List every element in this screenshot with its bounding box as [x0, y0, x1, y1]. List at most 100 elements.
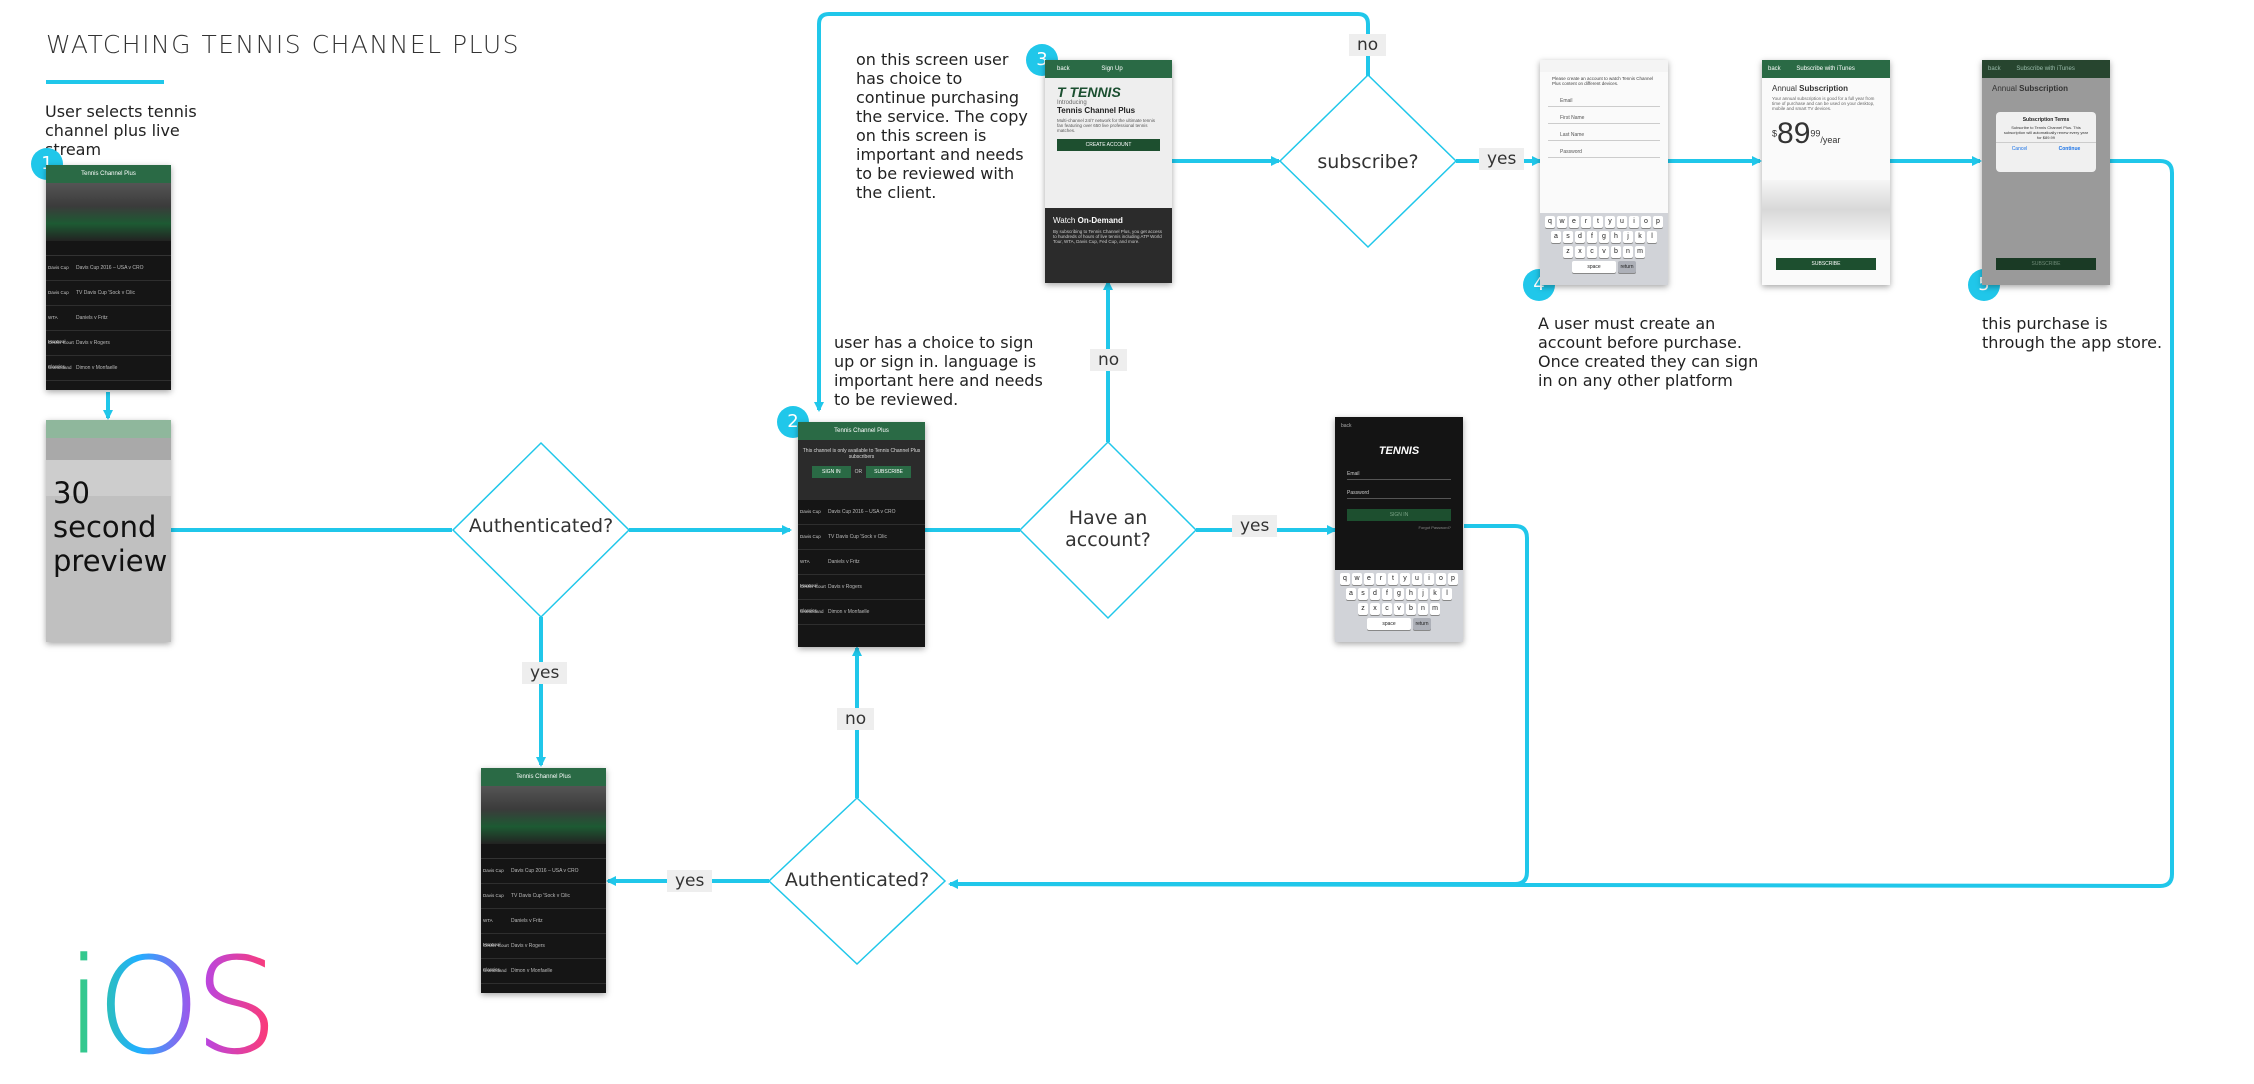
subscribe-button[interactable]: SUBSCRIBE [1776, 258, 1876, 270]
screen-create-account[interactable]: Please create an account to watch Tennis… [1540, 60, 1668, 285]
subscribe-button[interactable]: SUBSCRIBE [866, 466, 912, 478]
password-field[interactable]: Password [1347, 490, 1369, 496]
keyboard-key[interactable]: l [1442, 588, 1452, 600]
screen-subscriber-gate[interactable]: Tennis Channel Plus This channel is only… [798, 422, 925, 647]
return-key[interactable]: return [1413, 618, 1431, 630]
subscribe-button[interactable]: SUBSCRIBE [1996, 258, 2096, 270]
keyboard-key[interactable]: o [1436, 573, 1446, 585]
keyboard-key[interactable]: y [1605, 216, 1615, 228]
keyboard-key[interactable]: i [1424, 573, 1434, 585]
keyboard-key[interactable]: c [1382, 603, 1392, 615]
keyboard-key[interactable]: a [1551, 231, 1561, 243]
keyboard-key[interactable]: l [1647, 231, 1657, 243]
keyboard-key[interactable]: p [1653, 216, 1663, 228]
keyboard-key[interactable]: q [1340, 573, 1350, 585]
keyboard-key[interactable]: v [1599, 246, 1609, 258]
keyboard-key[interactable]: g [1394, 588, 1404, 600]
forgot-password-link[interactable]: Forgot Password? [1418, 525, 1451, 530]
keyboard-key[interactable]: d [1575, 231, 1585, 243]
keyboard-key[interactable]: z [1563, 246, 1573, 258]
back-button[interactable]: back [1341, 423, 1352, 429]
keyboard-key[interactable]: c [1587, 246, 1597, 258]
keyboard-key[interactable]: h [1611, 231, 1621, 243]
keyboard-key[interactable]: f [1382, 588, 1392, 600]
keyboard-key[interactable]: p [1448, 573, 1458, 585]
keyboard-key[interactable]: u [1617, 216, 1627, 228]
email-field[interactable]: Email [1347, 471, 1360, 477]
keyboard-key[interactable]: x [1370, 603, 1380, 615]
screen-sign-in[interactable]: back TENNIS Email Password SIGN IN Forgo… [1335, 417, 1463, 642]
screen-itunes-subscription[interactable]: back Subscribe with iTunes Annual Subscr… [1762, 60, 1890, 285]
continue-button[interactable]: Continue [2058, 146, 2081, 152]
keyboard-key[interactable]: w [1557, 216, 1567, 228]
password-field[interactable]: Password [1548, 141, 1660, 158]
keyboard-key[interactable]: e [1569, 216, 1579, 228]
keyboard-key[interactable]: k [1430, 588, 1440, 600]
keyboard-key[interactable]: r [1376, 573, 1386, 585]
back-button[interactable]: back [1988, 66, 2001, 72]
keyboard-key[interactable]: n [1623, 246, 1633, 258]
keyboard-key[interactable]: s [1358, 588, 1368, 600]
keyboard-key[interactable]: z [1358, 603, 1368, 615]
keyboard-key[interactable]: m [1635, 246, 1645, 258]
space-key[interactable]: space [1367, 618, 1411, 630]
keyboard-key[interactable]: k [1635, 231, 1645, 243]
screen-subscription-terms[interactable]: back Subscribe with iTunes Annual Subscr… [1982, 60, 2110, 285]
keyboard-key[interactable]: s [1563, 231, 1573, 243]
keyboard-key[interactable]: w [1352, 573, 1362, 585]
cancel-button[interactable]: Cancel [2011, 146, 2028, 152]
last-name-field[interactable]: Last Name [1548, 124, 1660, 141]
back-button[interactable]: back [1057, 66, 1070, 72]
sign-in-button[interactable]: SIGN IN [1347, 509, 1451, 521]
keyboard-key[interactable]: i [1629, 216, 1639, 228]
keyboard-key[interactable]: h [1406, 588, 1416, 600]
keyboard-key[interactable]: b [1611, 246, 1621, 258]
keyboard-key[interactable]: y [1400, 573, 1410, 585]
keyboard-key[interactable]: q [1545, 216, 1555, 228]
keyboard-key[interactable]: r [1581, 216, 1591, 228]
screen-sign-up-intro[interactable]: back Sign Up T TENNIS Introducing Tennis… [1045, 60, 1172, 283]
screen-preview[interactable]: 30 second preview [46, 420, 171, 642]
create-account-button[interactable]: CREATE ACCOUNT [1057, 139, 1160, 151]
keyboard-key[interactable]: d [1370, 588, 1380, 600]
email-field[interactable]: Email [1548, 90, 1660, 107]
keyboard-key[interactable]: t [1388, 573, 1398, 585]
keyboard-key[interactable]: e [1364, 573, 1374, 585]
subscription-terms-dialog[interactable]: Subscription Terms Subscribe to Tennis C… [1996, 112, 2096, 172]
keyboard-key[interactable]: j [1418, 588, 1428, 600]
keyboard-key[interactable]: g [1599, 231, 1609, 243]
keyboard-key[interactable]: v [1394, 603, 1404, 615]
keyboard-key[interactable]: n [1418, 603, 1428, 615]
sign-in-button[interactable]: SIGN IN [811, 466, 851, 478]
keyboard-key[interactable]: x [1575, 246, 1585, 258]
first-name-field[interactable]: First Name [1548, 107, 1660, 124]
space-key[interactable]: space [1572, 261, 1616, 273]
keyboard-key[interactable]: f [1587, 231, 1597, 243]
back-button[interactable]: back [1768, 66, 1781, 72]
keyboard-key[interactable]: o [1641, 216, 1651, 228]
keyboard-key[interactable]: m [1430, 603, 1440, 615]
keyboard-key[interactable]: u [1412, 573, 1422, 585]
keyboard-key[interactable]: t [1593, 216, 1603, 228]
keyboard-key[interactable]: a [1346, 588, 1356, 600]
keyboard-key[interactable]: b [1406, 603, 1416, 615]
